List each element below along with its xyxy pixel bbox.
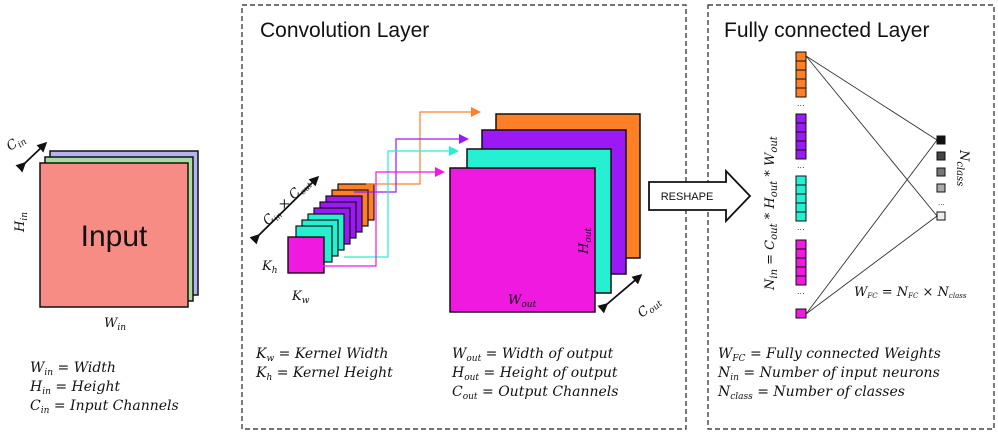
c-out-arrow <box>597 274 643 314</box>
fc-input-neuron <box>795 113 807 124</box>
class-ellipsis: ... <box>938 199 945 207</box>
h-out-label: Hout <box>577 227 594 255</box>
fc-input-neurons: ............ <box>795 51 807 319</box>
w-out-label: Wout <box>508 293 537 310</box>
fc-input-neuron <box>795 257 807 268</box>
legend-entry: Hout = Height of output <box>451 365 618 383</box>
input-channel-front <box>39 162 189 308</box>
k-w-label: Kw <box>291 289 310 306</box>
output-stack <box>449 113 641 313</box>
legend-entry: Cin = Input Channels <box>30 398 179 416</box>
n-in-formula: Nin = Cout * Hout * Wout <box>763 135 780 291</box>
output-channel-magenta <box>449 167 596 313</box>
magenta-connector <box>322 167 445 267</box>
conv-panel <box>241 4 687 430</box>
legend-entry: Nclass = Number of classes <box>717 384 905 402</box>
n-class-label: Nclass <box>954 149 971 186</box>
fc-input-neuron <box>795 78 807 89</box>
class-neuron <box>936 211 946 221</box>
fc-input-neuron-last <box>795 308 807 319</box>
w-in-label: Win <box>104 316 126 333</box>
fc-ellipsis: ... <box>797 161 805 170</box>
fc-input-neuron <box>795 248 807 259</box>
kernel-front <box>287 236 325 274</box>
fc-input-neuron <box>795 149 807 160</box>
fc-input-neuron <box>795 51 807 62</box>
fc-input-neuron <box>795 140 807 151</box>
fc-ellipsis: ... <box>797 287 805 296</box>
fc-ellipsis: ... <box>797 223 805 232</box>
legend-entry: Hin = Height <box>29 379 120 397</box>
fc-title: Fully connected Layer <box>724 19 929 42</box>
fc-input-neuron <box>795 87 807 98</box>
fc-input-neuron <box>795 266 807 277</box>
legend-entry: WFC = Fully connected Weights <box>718 346 941 364</box>
w-fc-formula: WFC = NFC × Nclass <box>854 285 967 300</box>
fc-input-neuron <box>795 239 807 250</box>
class-neuron <box>936 167 946 177</box>
purple-connector <box>354 134 469 193</box>
fc-input-neuron <box>795 131 807 142</box>
kernel-channels-arrow <box>249 175 320 245</box>
class-neurons: ... <box>936 135 946 221</box>
input-stack: Input <box>39 150 199 308</box>
orange-connector <box>366 107 481 185</box>
legend-entry: Win = Width <box>30 360 116 378</box>
fc-input-neuron <box>795 211 807 222</box>
fc-connections <box>805 55 938 315</box>
fc-input-neuron <box>795 184 807 195</box>
cyan-connector <box>344 146 459 258</box>
fc-input-neuron <box>795 122 807 133</box>
legend-entry: Nin = Number of input neurons <box>717 365 940 383</box>
fc-input-neuron <box>795 175 807 186</box>
input-label: Input <box>81 220 148 253</box>
h-in-label: Hin <box>13 212 30 233</box>
legend-entry: Kw = Kernel Width <box>255 346 388 364</box>
class-neuron <box>936 135 946 145</box>
c-in-arrow <box>15 141 48 173</box>
fc-connection <box>805 215 938 315</box>
fc-connection <box>805 55 938 141</box>
class-neuron <box>936 183 946 193</box>
k-h-label: Kh <box>261 259 278 276</box>
fc-input-neuron <box>795 275 807 286</box>
reshape-label: RESHAPE <box>661 191 714 203</box>
c-out-label: Cout <box>635 293 665 322</box>
fc-input-neuron <box>795 69 807 80</box>
legend-entry: Kh = Kernel Height <box>255 365 393 383</box>
fc-input-neuron <box>795 193 807 204</box>
conv-title: Convolution Layer <box>260 19 429 42</box>
fc-connection <box>805 139 938 315</box>
legend-entry: Wout = Width of output <box>452 346 614 364</box>
legend-entry: Cout = Output Channels <box>452 384 618 402</box>
reshape-arrow <box>648 168 752 224</box>
fc-ellipsis: ... <box>797 99 805 108</box>
fc-panel <box>707 4 995 430</box>
c-in-label: Cin <box>4 131 29 156</box>
fc-input-neuron <box>795 60 807 71</box>
fc-connection <box>805 55 938 217</box>
class-neuron <box>936 151 946 161</box>
fc-input-neuron <box>795 202 807 213</box>
